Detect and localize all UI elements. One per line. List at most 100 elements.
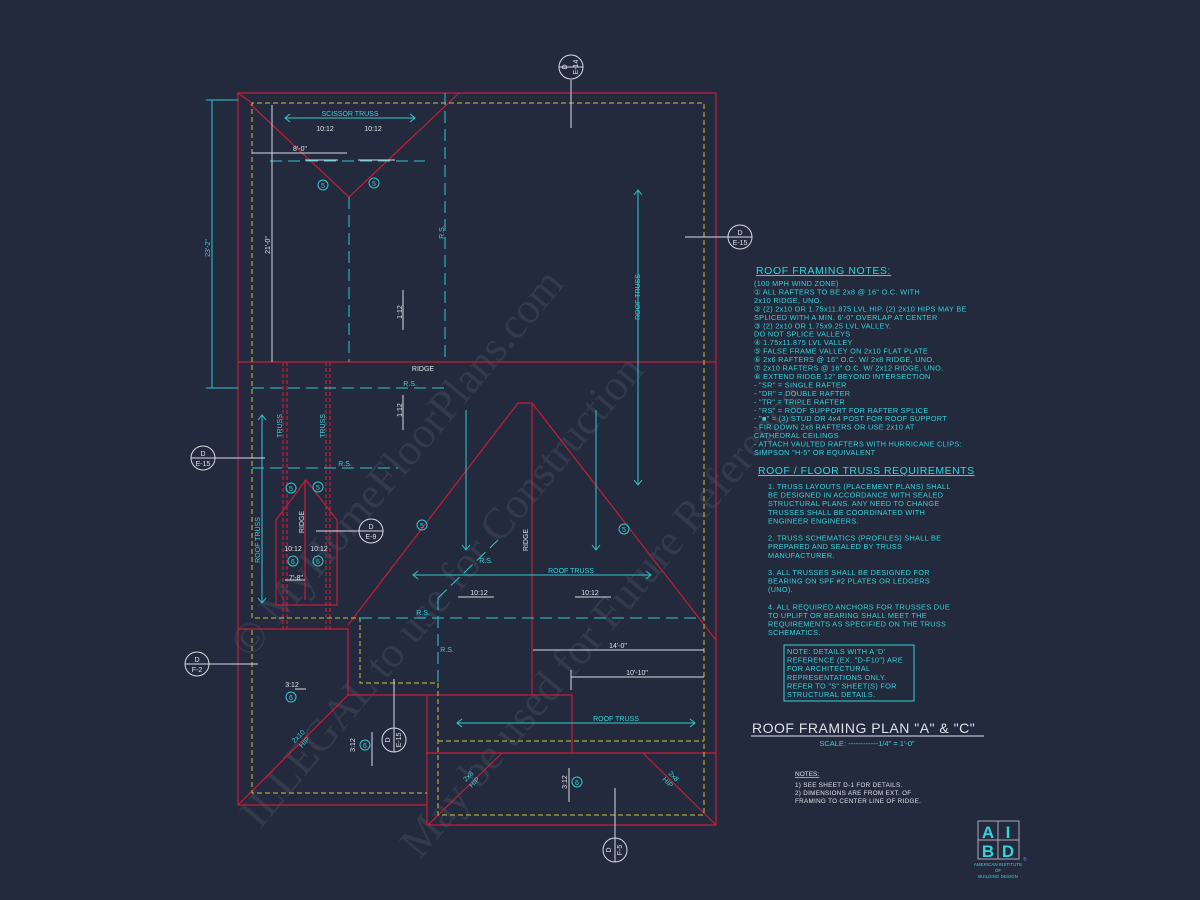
ridge-label: RIDGE — [523, 529, 530, 552]
label: F-2 — [192, 667, 203, 674]
note-line: BEARING ON SPF #2 PLATES OR LEDGERS — [768, 577, 930, 586]
roof-framing-notes: ROOF FRAMING NOTES: (100 MPH WIND ZONE)①… — [754, 265, 967, 457]
note-line: - "TR" = TRIPLE RAFTER — [754, 397, 845, 406]
note-line: PREPARED AND SEALED BY TRUSS — [768, 542, 902, 551]
watermark: © MyHomeFloorPlans.com ILLEGAL to use fo… — [220, 259, 815, 866]
rafter-tags: 5 5 5 5 5 5 6 6 6 6 6 — [285, 177, 630, 788]
pitch-label: 10:12 — [364, 126, 382, 133]
note-line: - "■" = (3) STUD OR 4x4 POST FOR ROOF SU… — [754, 414, 947, 423]
scissor-truss-label: SCISSOR TRUSS — [321, 111, 378, 118]
note-line: FRAMING TO CENTER LINE OF RIDGE. — [795, 798, 921, 805]
note-line: REFERENCE (EX. "D-F10") ARE — [787, 656, 903, 665]
rs-label: R.S. — [416, 610, 430, 617]
label: D — [1002, 842, 1014, 861]
drawing-title: ROOF FRAMING PLAN "A" & "C" — [752, 720, 975, 736]
note-line: ⑤ FALSE FRAME VALLEY ON 2x10 FLAT PLATE — [754, 347, 928, 356]
note-line: 3. ALL TRUSSES SHALL BE DESIGNED FOR — [768, 568, 930, 577]
note-line: ① ALL RAFTERS TO BE 2x8 @ 16" O.C. WITH — [754, 287, 920, 296]
notes-title: ROOF FRAMING NOTES: — [756, 265, 891, 277]
label: A — [982, 823, 994, 842]
note-line: REPRESENTATIONS ONLY. — [787, 673, 886, 682]
detail-callout[interactable]: D F-5 — [602, 837, 628, 863]
note-line: 2) DIMENSIONS ARE FROM EXT. OF — [795, 790, 911, 797]
roof-truss-label: ROOF TRUSS — [635, 274, 642, 320]
note-line: NOTE: DETAILS WITH A 'D' — [787, 647, 886, 656]
rafter-tag: 5 — [420, 523, 424, 530]
note-line: REQUIREMENTS AS SPECIFIED ON THE TRUSS — [768, 620, 946, 629]
note-line: STRUCTURAL DETAILS. — [787, 690, 875, 699]
label: D — [200, 451, 205, 458]
detail-callout[interactable]: DE-15 — [190, 445, 216, 471]
note-line: - "SR" = SINGLE RAFTER — [754, 380, 847, 389]
note-line: TRUSSES SHALL BE COORDINATED WITH — [768, 508, 925, 517]
detail-callout[interactable]: D E-14 — [558, 54, 584, 80]
label: E-14 — [573, 60, 580, 75]
drawing-scale: SCALE: ------------1/4" = 1'-0" — [819, 739, 915, 748]
roof-truss-label: ROOF TRUSS — [255, 517, 262, 563]
pitch-label: 10:12 — [316, 126, 334, 133]
pitch-label: 3:12 — [562, 775, 569, 789]
label: B — [982, 842, 994, 861]
note-line: 1. TRUSS LAYOUTS (PLACEMENT PLANS) SHALL — [768, 482, 951, 491]
label: E-15 — [733, 240, 748, 247]
rs-label: R.S. — [439, 225, 446, 239]
note-line: ⑥ 2x6 RAFTERS @ 16" O.C. W/ 2x8 RIDGE, U… — [754, 355, 935, 364]
rafter-tag: 5 — [321, 183, 325, 190]
label: ® — [1023, 856, 1027, 863]
label: D — [368, 524, 373, 531]
dimension-label: 8'-0" — [293, 146, 307, 153]
rafter-tag: 5 — [622, 527, 626, 534]
note-line: TO UPLIFT OR BEARING SHALL MEET THE — [768, 611, 927, 620]
note-line: DO NOT SPLICE VALLEYS — [754, 330, 850, 339]
label: F-5 — [617, 845, 624, 856]
rs-label: R.S. — [479, 558, 493, 565]
note-line: 2. TRUSS SCHEMATICS (PROFILES) SHALL BE — [768, 534, 941, 543]
rafter-tag: 6 — [575, 780, 579, 787]
rs-label: R.S. — [403, 381, 417, 388]
pitch-label: 10:12 — [310, 546, 328, 553]
label: D — [606, 847, 613, 852]
note-line: ② (2) 2x10 OR 1.75x11.875 LVL HIP. (2) 2… — [754, 304, 967, 313]
detail-callout[interactable]: DE-9 — [358, 518, 384, 544]
ridge-label: RIDGE — [412, 366, 435, 373]
detail-callout[interactable]: D E-15 — [727, 224, 753, 250]
rafter-tag: 5 — [316, 485, 320, 492]
dimension-label: 10'-10" — [626, 670, 648, 677]
truss-title: ROOF / FLOOR TRUSS REQUIREMENTS — [758, 465, 975, 477]
rafter-tag: 6 — [316, 559, 320, 566]
dimension-label: 7'-8" — [289, 575, 303, 582]
dimension-lines — [209, 80, 728, 838]
roof-truss-label: ROOF TRUSS — [548, 568, 594, 575]
note-line: ⑧ EXTEND RIDGE 12" BEYOND INTERSECTION — [754, 372, 931, 381]
label: D — [385, 737, 392, 742]
ridge-label: RIDGE — [299, 511, 306, 534]
span-arrows — [206, 99, 696, 728]
detail-callout[interactable]: DF-2 — [184, 651, 210, 677]
roof-support-lines — [252, 93, 704, 683]
label: BUILDING DESIGN — [978, 874, 1018, 879]
note-line: - FIR DOWN 2x8 RAFTERS OR USE 2x10 AT — [754, 423, 915, 432]
title-block: ROOF FRAMING PLAN "A" & "C" SCALE: -----… — [751, 720, 984, 805]
label: I — [1006, 823, 1011, 842]
note-line: 2x10 RIDGE, UNO. — [754, 296, 822, 305]
pitch-label: 10:12 — [284, 546, 302, 553]
rs-label: R.S. — [440, 647, 454, 654]
rafter-tag: 6 — [289, 695, 293, 702]
note-line: ⑦ 2x10 RAFTERS @ 16" O.C. W/ 2x12 RIDGE,… — [754, 364, 943, 373]
label: D — [737, 230, 742, 237]
note-line: (100 MPH WIND ZONE) — [754, 279, 839, 288]
truss-requirements: ROOF / FLOOR TRUSS REQUIREMENTS 1. TRUSS… — [758, 465, 975, 702]
label: OF — [995, 868, 1002, 873]
dimension-label: 14'-0" — [609, 643, 627, 650]
note-line: SIMPSON "H-5" OR EQUIVALENT — [754, 448, 876, 457]
label: D — [562, 64, 569, 69]
pitch-label: 3:12 — [350, 738, 357, 752]
rafter-tag: 5 — [372, 181, 376, 188]
rafter-tag: 6 — [291, 559, 295, 566]
aibd-logo: A I B D ® AMERICAN INSTITUTE OF BUILDING… — [974, 820, 1027, 879]
note-line: - "DR" = DOUBLE RAFTER — [754, 389, 850, 398]
note-line: FOR ARCHITECTURAL — [787, 664, 870, 673]
note-line: (UNO). — [768, 585, 793, 594]
note-line: BE DESIGNED IN ACCORDANCE WITH SEALED — [768, 491, 943, 500]
